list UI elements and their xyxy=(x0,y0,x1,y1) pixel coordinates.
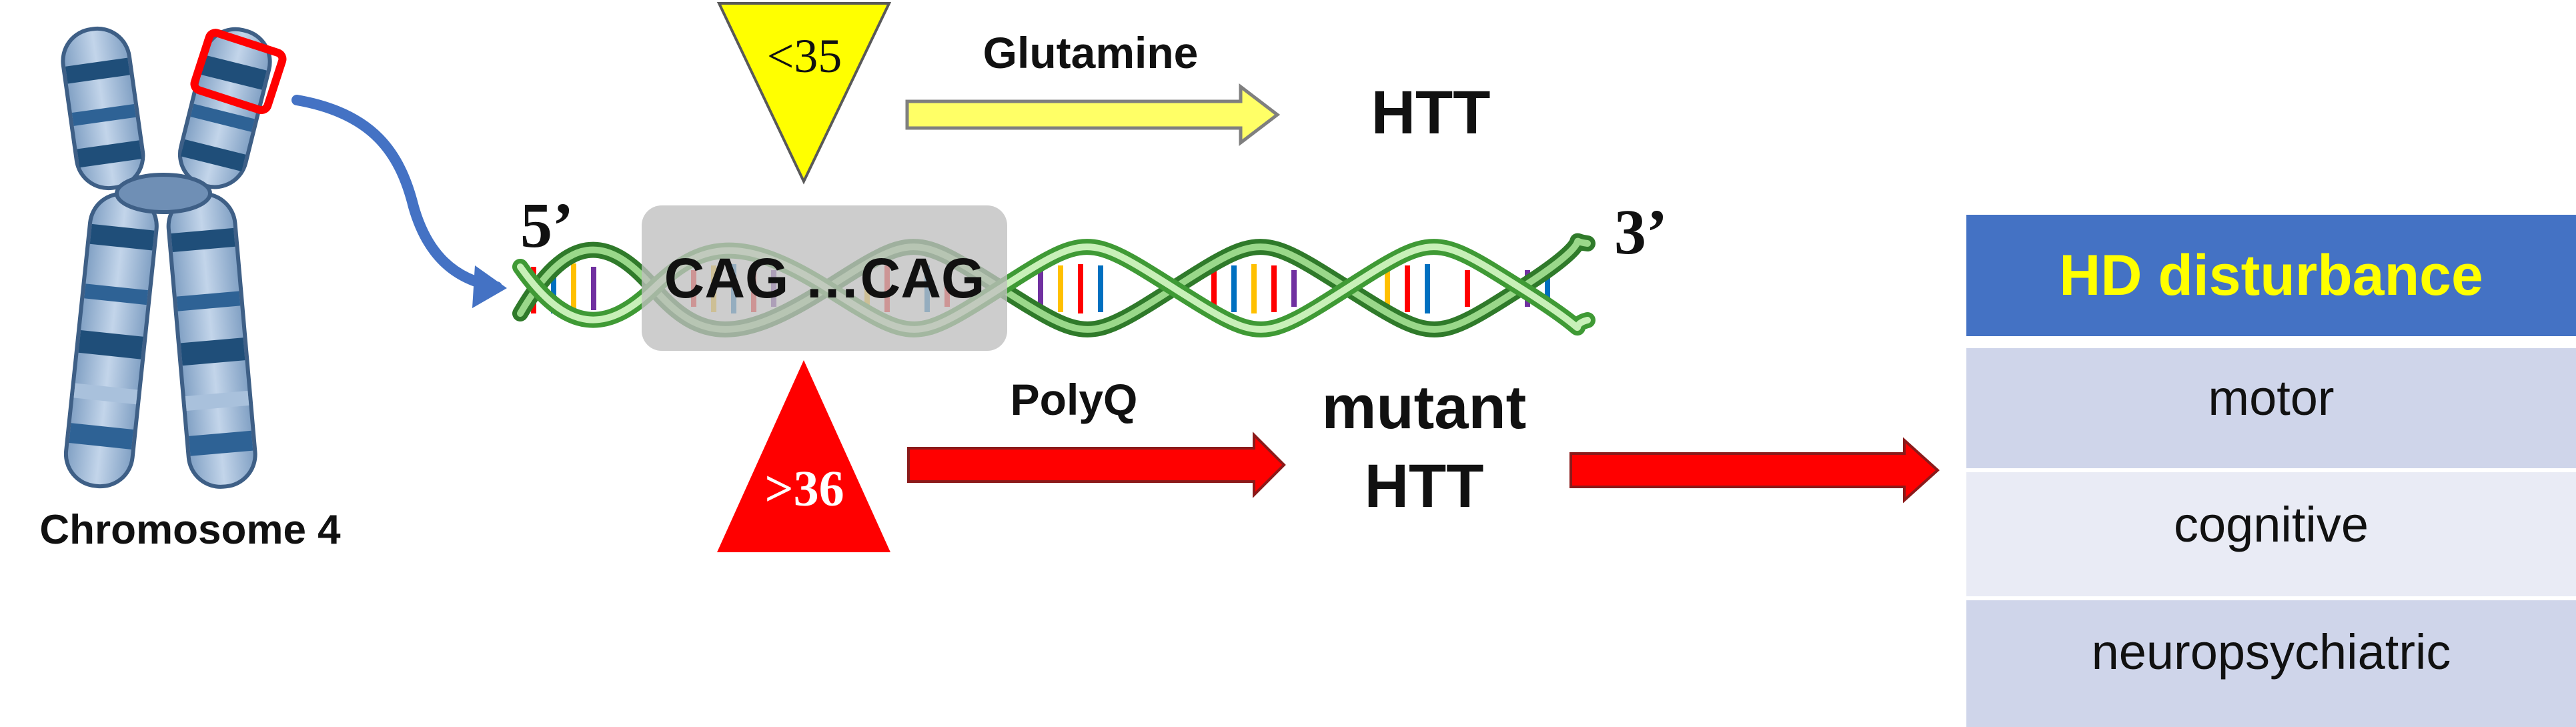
mutant-htt-line1: mutant xyxy=(1322,374,1527,442)
hd-table-row xyxy=(1966,600,2576,727)
polyq-label: PolyQ xyxy=(1011,375,1138,424)
normal-threshold-label: <35 xyxy=(767,29,842,83)
hd-table-header xyxy=(1966,215,2576,336)
three-prime-label: 3’ xyxy=(1614,196,1668,267)
glutamine-arrow xyxy=(905,83,1281,147)
hd-disturbance-table: HD disturbance motor cognitive neuropsyc… xyxy=(1966,215,2576,727)
chromosome-4-illustration xyxy=(61,26,272,489)
mutant-threshold-label: >36 xyxy=(764,461,844,517)
hd-table-row xyxy=(1966,348,2576,468)
mutant-htt-to-hd-arrow xyxy=(1569,437,1940,504)
hd-table-row-label: neuropsychiatric xyxy=(2092,624,2451,680)
hd-table-row-label: motor xyxy=(2208,370,2334,426)
cag-repeat-label: CAG …CAG xyxy=(664,247,985,309)
curved-arrow-icon xyxy=(291,95,507,308)
hd-table-row-label: cognitive xyxy=(2174,497,2369,552)
chromosome-label: Chromosome 4 xyxy=(39,507,341,553)
five-prime-label: 5’ xyxy=(520,189,574,261)
chromosome-highlight-box xyxy=(190,29,287,115)
hd-table-row xyxy=(1966,472,2576,596)
glutamine-label: Glutamine xyxy=(983,28,1199,77)
polyq-arrow xyxy=(907,432,1286,498)
mutant-repeat-triangle xyxy=(717,360,890,552)
hd-table-header-label: HD disturbance xyxy=(2059,243,2483,307)
normal-repeat-triangle xyxy=(716,2,892,185)
mutant-htt-line2: HTT xyxy=(1365,452,1484,520)
htt-label: HTT xyxy=(1371,79,1491,147)
cag-repeat-box xyxy=(642,205,1007,351)
